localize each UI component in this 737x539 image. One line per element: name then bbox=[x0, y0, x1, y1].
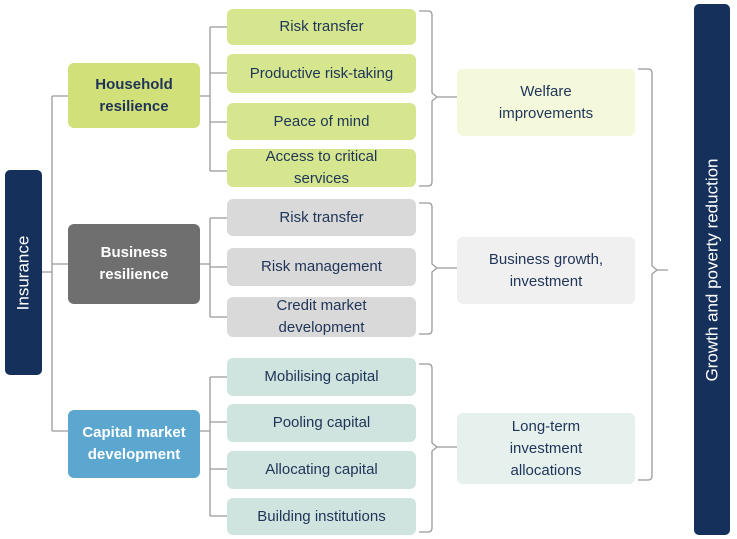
category-household-resilience: Household resilience bbox=[68, 63, 200, 128]
item-access-to-critical-services: Access to critical services bbox=[227, 148, 416, 187]
outcome-bar: Growth and poverty reduction bbox=[694, 4, 730, 535]
item-risk-management: Risk management bbox=[227, 248, 416, 286]
category-business-resilience: Business resilience bbox=[68, 224, 200, 304]
item-label: Productive risk-taking bbox=[249, 64, 394, 82]
result-line: improvements bbox=[498, 104, 594, 122]
item-label: Risk transfer bbox=[279, 18, 364, 35]
category-line: resilience bbox=[99, 266, 169, 283]
category-line: resilience bbox=[99, 97, 169, 115]
result-line: Business growth, bbox=[488, 250, 604, 268]
result-long-term-investment-allocations: Long-term investment allocations bbox=[457, 413, 635, 484]
result-line: Long-term bbox=[511, 417, 581, 435]
category-line: Household bbox=[95, 75, 173, 93]
insurance-bar: Insurance bbox=[5, 170, 42, 375]
category-line: Capital market bbox=[82, 424, 186, 441]
item-peace-of-mind: Peace of mind bbox=[227, 103, 416, 140]
result-line: investment bbox=[509, 272, 583, 290]
item-label-line: development bbox=[278, 319, 365, 336]
item-credit-market-development: Credit market development bbox=[227, 297, 416, 337]
item-label: Peace of mind bbox=[273, 112, 370, 130]
item-label: Pooling capital bbox=[272, 414, 371, 431]
item-label-line: services bbox=[293, 170, 349, 187]
item-label: Allocating capital bbox=[265, 461, 378, 478]
category-line: Business bbox=[100, 244, 168, 261]
item-mobilising-capital: Mobilising capital bbox=[227, 358, 416, 396]
category-capital-market-development: Capital market development bbox=[68, 410, 200, 478]
result-business-growth-investment: Business growth, investment bbox=[457, 237, 635, 304]
result-welfare-improvements: Welfare improvements bbox=[457, 69, 635, 136]
item-productive-risk-taking: Productive risk-taking bbox=[227, 54, 416, 93]
result-line: Welfare bbox=[520, 82, 572, 100]
item-label: Risk transfer bbox=[279, 208, 364, 226]
result-line: investment bbox=[509, 439, 583, 457]
item-allocating-capital: Allocating capital bbox=[227, 451, 416, 489]
item-label-line: Access to critical bbox=[265, 148, 378, 165]
item-label-line: Credit market bbox=[276, 297, 367, 314]
result-line: allocations bbox=[510, 461, 582, 479]
item-risk-transfer: Risk transfer bbox=[227, 199, 416, 236]
item-label: Mobilising capital bbox=[264, 368, 379, 385]
item-building-institutions: Building institutions bbox=[227, 498, 416, 535]
insurance-label: Insurance bbox=[13, 235, 33, 310]
item-risk-transfer: Risk transfer bbox=[227, 9, 416, 45]
category-line: development bbox=[87, 446, 181, 463]
item-label: Building institutions bbox=[257, 507, 386, 525]
outcome-label: Growth and poverty reduction bbox=[702, 157, 722, 382]
item-pooling-capital: Pooling capital bbox=[227, 404, 416, 442]
item-label: Risk management bbox=[261, 258, 382, 275]
